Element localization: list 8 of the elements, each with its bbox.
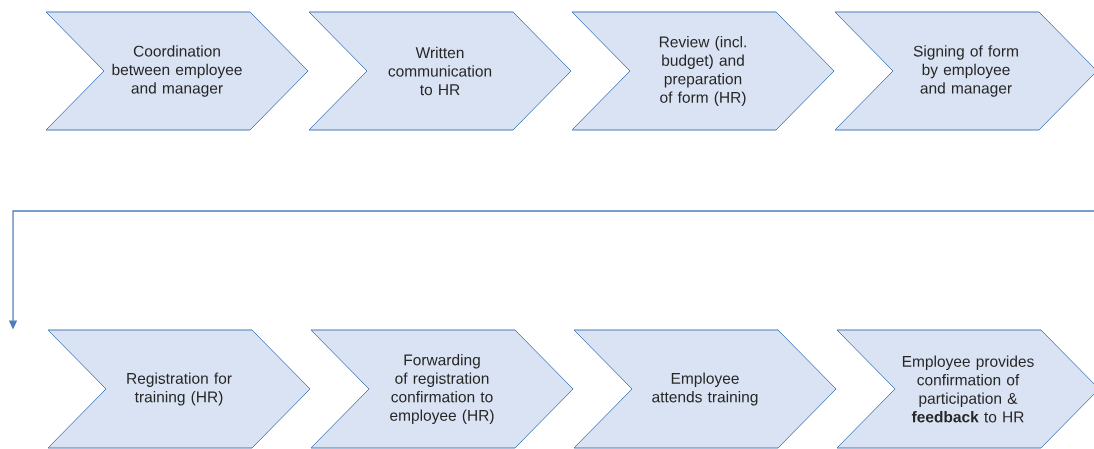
chevron-step: Registration for training (HR) bbox=[47, 329, 311, 449]
chevron-step: Forwarding of registration confirmation to employee (HR) bbox=[310, 329, 574, 449]
chevron-step: Coordination between employee and manager bbox=[45, 11, 309, 131]
chevron-step: Written communication to HR bbox=[308, 11, 572, 131]
chevron-step: Review (incl. budget) and preparation of form (HR) bbox=[571, 11, 835, 131]
chevron-step: Employee attends training bbox=[573, 329, 837, 449]
chevron-step: Employee provides confirmation of participation & feedback to HR bbox=[836, 329, 1094, 449]
chevron-step: Signing of form by employee and manager bbox=[834, 11, 1094, 131]
